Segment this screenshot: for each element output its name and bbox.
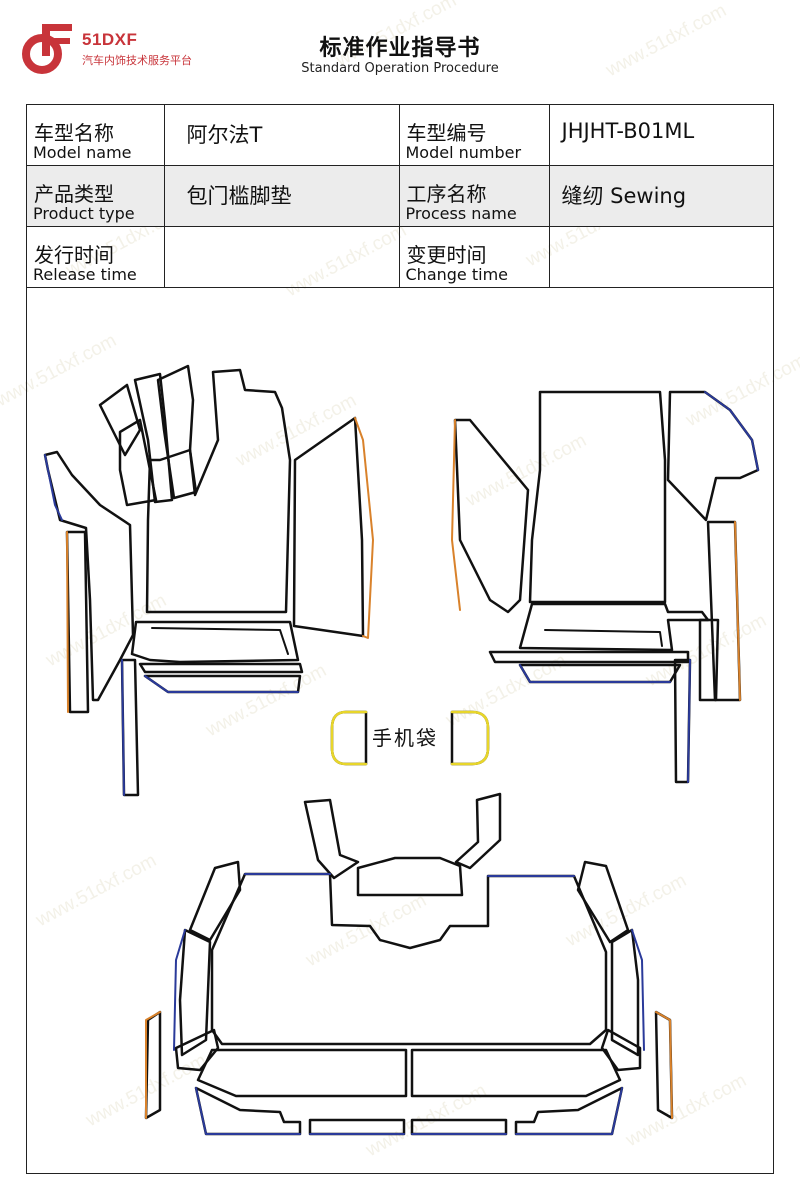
pattern-piece: [453, 418, 530, 614]
process-name-value-cell: 缝纫 Sewing: [548, 165, 773, 227]
pattern-piece: [528, 390, 667, 604]
pattern-piece: [330, 710, 368, 766]
product-type-label-cell: 产品类型 Product type: [27, 165, 165, 227]
pattern-piece: [576, 860, 630, 944]
pattern-piece: [143, 674, 302, 694]
product-type-label: 产品类型: [34, 182, 114, 206]
pattern-piece: [145, 368, 292, 614]
model-name-value-cell: 阿尔法T: [163, 105, 400, 166]
pattern-piece: [454, 792, 502, 870]
logo-mark-icon: [22, 24, 72, 74]
change-time-label: 变更时间: [406, 243, 487, 267]
info-row: 发行时间 Release time 变更时间 Change time: [27, 226, 773, 288]
pattern-piece: [356, 856, 464, 897]
pattern-piece: [138, 662, 304, 674]
pattern-piece: [292, 416, 365, 638]
logo-brand-text: 51DXF: [82, 30, 138, 49]
model-number-value-cell: JHJHT-B01ML: [548, 105, 773, 166]
pattern-piece: [610, 928, 640, 1057]
model-name-label-en: Model name: [33, 143, 132, 162]
process-name-value: 缝纫 Sewing: [561, 184, 687, 208]
pattern-piece: [43, 450, 135, 702]
model-name-label-cell: 车型名称 Model name: [27, 105, 165, 166]
pattern-piece: [188, 860, 242, 942]
model-number-label: 车型编号: [406, 121, 487, 145]
phone-pocket-group: [330, 710, 490, 766]
change-time-label-cell: 变更时间 Change time: [398, 226, 550, 288]
left-front-mat-group: [43, 364, 374, 797]
model-number-label-en: Model number: [405, 143, 522, 162]
release-time-label-cell: 发行时间 Release time: [27, 226, 165, 288]
right-front-mat-group: [451, 390, 760, 784]
logo-slogan: 汽车内饰技术服务平台: [82, 54, 192, 67]
page-title: 标准作业指导书: [319, 36, 481, 61]
pattern-piece: [130, 620, 300, 664]
info-row: 产品类型 Product type 包门槛脚垫 工序名称 Process nam…: [27, 165, 773, 227]
pattern-piece: [518, 602, 710, 652]
rear-mat-group: [144, 792, 674, 1136]
model-number-value: JHJHT-B01ML: [561, 119, 695, 143]
product-type-label-en: Product type: [33, 204, 135, 223]
info-row: 车型名称 Model name 阿尔法T 车型编号 Model number J…: [27, 105, 773, 166]
pattern-piece: [666, 390, 760, 522]
model-number-label-cell: 车型编号 Model number: [398, 105, 550, 166]
process-name-label-en: Process name: [405, 204, 517, 223]
pattern-piece: [144, 1010, 162, 1120]
pattern-piece: [308, 1118, 406, 1136]
change-time-value-cell: [548, 226, 773, 288]
pattern-piece: [410, 1118, 508, 1136]
pattern-piece: [410, 1048, 622, 1098]
pattern-piece: [133, 372, 174, 504]
page-subtitle: Standard Operation Procedure: [301, 61, 499, 76]
pattern-piece: [488, 650, 690, 664]
model-name-value: 阿尔法T: [186, 123, 263, 147]
process-name-label: 工序名称: [406, 182, 487, 206]
pattern-piece: [156, 364, 198, 500]
info-table: 车型名称 Model name 阿尔法T 车型编号 Model number J…: [27, 105, 773, 288]
sop-sheet: 车型名称 Model name 阿尔法T 车型编号 Model number J…: [26, 104, 774, 1174]
release-time-label: 发行时间: [34, 243, 114, 267]
product-type-value: 包门槛脚垫: [186, 184, 292, 208]
pattern-piece: [450, 710, 490, 766]
pattern-piece: [178, 928, 212, 1057]
model-name-label: 车型名称: [34, 121, 114, 145]
pattern-piece: [600, 1028, 642, 1072]
company-logo: 51DXF 汽车内饰技术服务平台: [20, 18, 240, 78]
release-time-label-en: Release time: [33, 265, 137, 284]
process-name-label-cell: 工序名称 Process name: [398, 165, 550, 227]
product-type-value-cell: 包门槛脚垫: [163, 165, 400, 227]
pattern-piece: [196, 1048, 408, 1098]
pattern-piece: [698, 618, 720, 702]
pattern-piece: [65, 530, 90, 714]
pattern-piece: [518, 663, 682, 684]
change-time-label-en: Change time: [405, 265, 509, 284]
phone-pocket-label: 手机袋: [372, 726, 438, 750]
pattern-piece: [98, 383, 142, 457]
pattern-piece: [210, 872, 608, 1046]
pattern-piece: [303, 798, 360, 880]
release-time-value-cell: [163, 226, 400, 288]
